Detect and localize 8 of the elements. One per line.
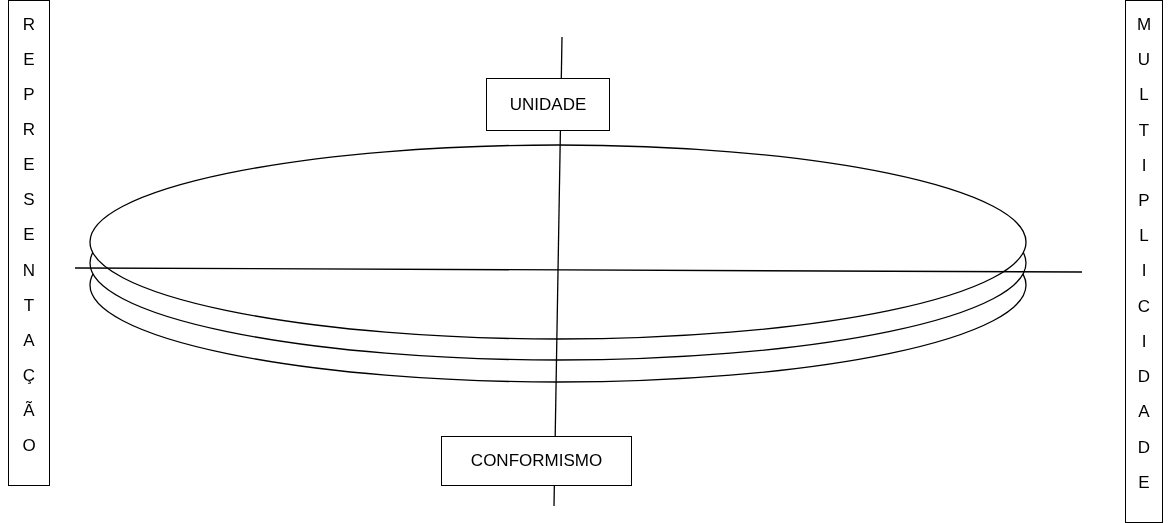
vertical-label: MULTIPLICIDADE xyxy=(1135,15,1153,508)
vertical-label-box xyxy=(8,0,50,486)
box-label: CONFORMISMO xyxy=(470,451,603,471)
vertical-label: REPRESENTAÇÃO xyxy=(20,15,38,471)
box-label: UNIDADE xyxy=(509,94,587,115)
concept-box xyxy=(486,78,610,131)
vertical-label-box xyxy=(1125,0,1163,523)
concept-box xyxy=(441,436,632,486)
